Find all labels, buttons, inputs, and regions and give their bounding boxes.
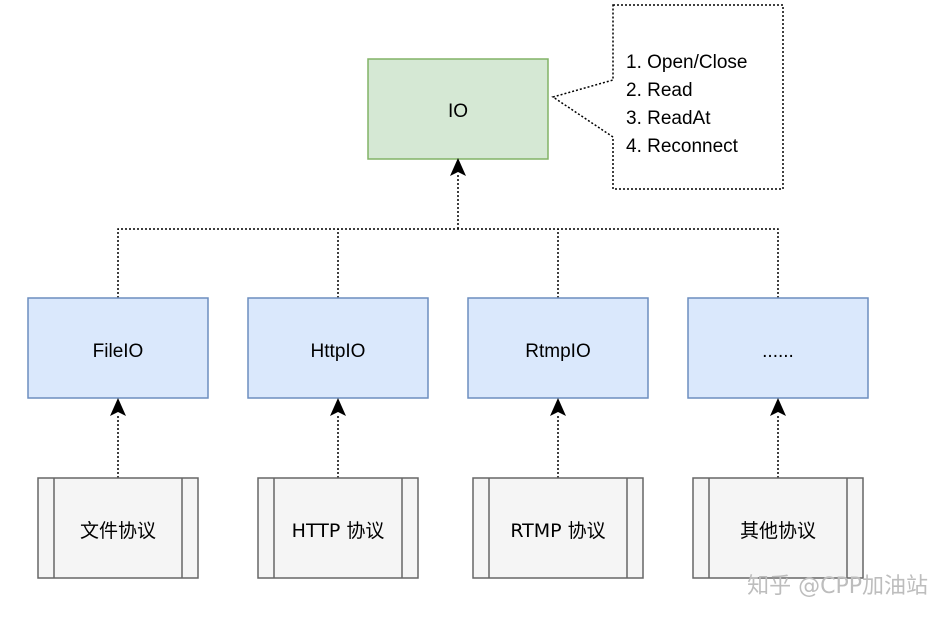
protocol-connectors (117, 414, 779, 478)
impl-node-label: FileIO (93, 341, 144, 362)
impl-node-rtmpio: RtmpIO (467, 297, 649, 399)
arrowhead-to-other (770, 398, 786, 416)
protocol-node-rtmp: RTMP 协议 (472, 477, 644, 579)
protocol-node-http: HTTP 协议 (257, 477, 419, 579)
impl-node-label: HttpIO (311, 341, 366, 362)
impl-node-fileio: FileIO (27, 297, 209, 399)
protocol-node-label: 其他协议 (740, 520, 816, 542)
impl-node-label: RtmpIO (525, 341, 590, 362)
protocol-node-other: 其他协议 (692, 477, 864, 579)
note-item-3: 3. ReadAt (626, 108, 711, 129)
note-item-1: 1. Open/Close (626, 52, 747, 73)
protocol-node-label: HTTP 协议 (292, 520, 385, 542)
arrowhead-to-httpio (330, 398, 346, 416)
arrowhead-to-rtmpio (550, 398, 566, 416)
arrowhead-to-fileio (110, 398, 126, 416)
connector-bus (117, 228, 779, 298)
arrowhead-to-io (450, 158, 466, 176)
watermark-text: 知乎 @CPP加油站 (747, 574, 928, 599)
impl-node-label: ...... (762, 341, 794, 362)
protocol-node-label: RTMP 协议 (510, 520, 605, 542)
io-node: IO (367, 58, 549, 160)
io-note: 1. Open/Close 2. Read 3. ReadAt 4. Recon… (551, 4, 784, 190)
note-item-4: 4. Reconnect (626, 136, 739, 157)
protocol-node-file: 文件协议 (37, 477, 199, 579)
inheritance-connectors (117, 174, 779, 298)
note-item-2: 2. Read (626, 80, 693, 101)
protocol-node-label: 文件协议 (80, 520, 156, 542)
impl-node-other: ...... (687, 297, 869, 399)
impl-node-httpio: HttpIO (247, 297, 429, 399)
io-node-label: IO (448, 101, 468, 122)
